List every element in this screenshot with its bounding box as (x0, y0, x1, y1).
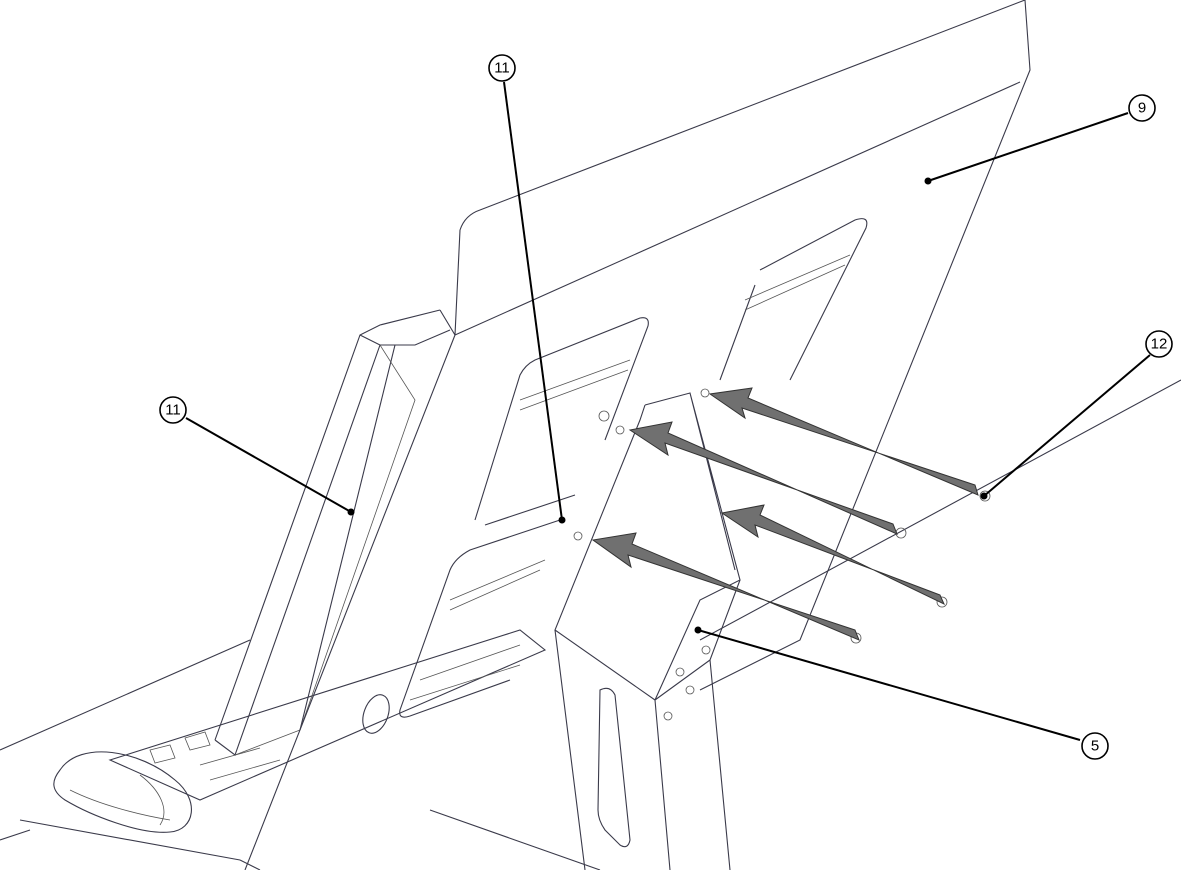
bracket-part-5 (554, 392, 741, 870)
left-support-panel (214, 309, 451, 756)
desk-surface (0, 379, 1181, 870)
callout-5: 5 (1081, 732, 1109, 760)
callout-9: 9 (1128, 94, 1156, 122)
assembly-arrow (628, 421, 898, 535)
callout-label: 5 (1091, 738, 1099, 755)
callout-label: 11 (165, 402, 181, 419)
assembly-arrows (591, 387, 979, 641)
assembly-arrow (720, 504, 946, 606)
callout-11-top: 11 (488, 54, 516, 82)
callout-label: 11 (494, 60, 510, 77)
mouse (53, 751, 192, 833)
callout-label: 12 (1151, 336, 1168, 353)
assembly-arrow (708, 387, 979, 496)
callout-12: 12 (1145, 330, 1173, 358)
callout-11-left: 11 (159, 396, 187, 424)
leader-lines (185, 81, 1151, 741)
callout-label: 9 (1138, 100, 1146, 117)
screws (573, 388, 991, 644)
main-frame-panel (244, 0, 1031, 870)
assembly-arrow (591, 532, 860, 641)
keyboard (108, 629, 547, 801)
